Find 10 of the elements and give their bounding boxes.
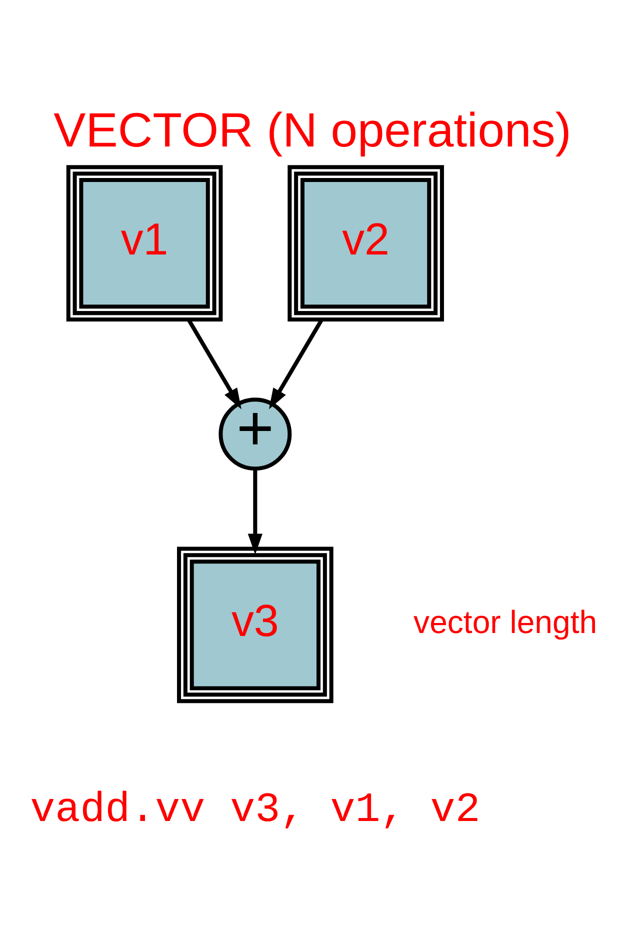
node-circle: + [218, 398, 292, 471]
diagram-title: VECTOR (N operations) [54, 103, 572, 158]
arrow [268, 318, 324, 410]
node-box: v1 [66, 165, 223, 322]
node-box: v3 [177, 546, 334, 704]
caption: vadd.vv v3, v1, v2 [30, 786, 480, 834]
arrow [248, 468, 262, 555]
arrow [186, 318, 242, 410]
label: vector length [414, 604, 598, 640]
node-box: v2 [288, 165, 444, 322]
